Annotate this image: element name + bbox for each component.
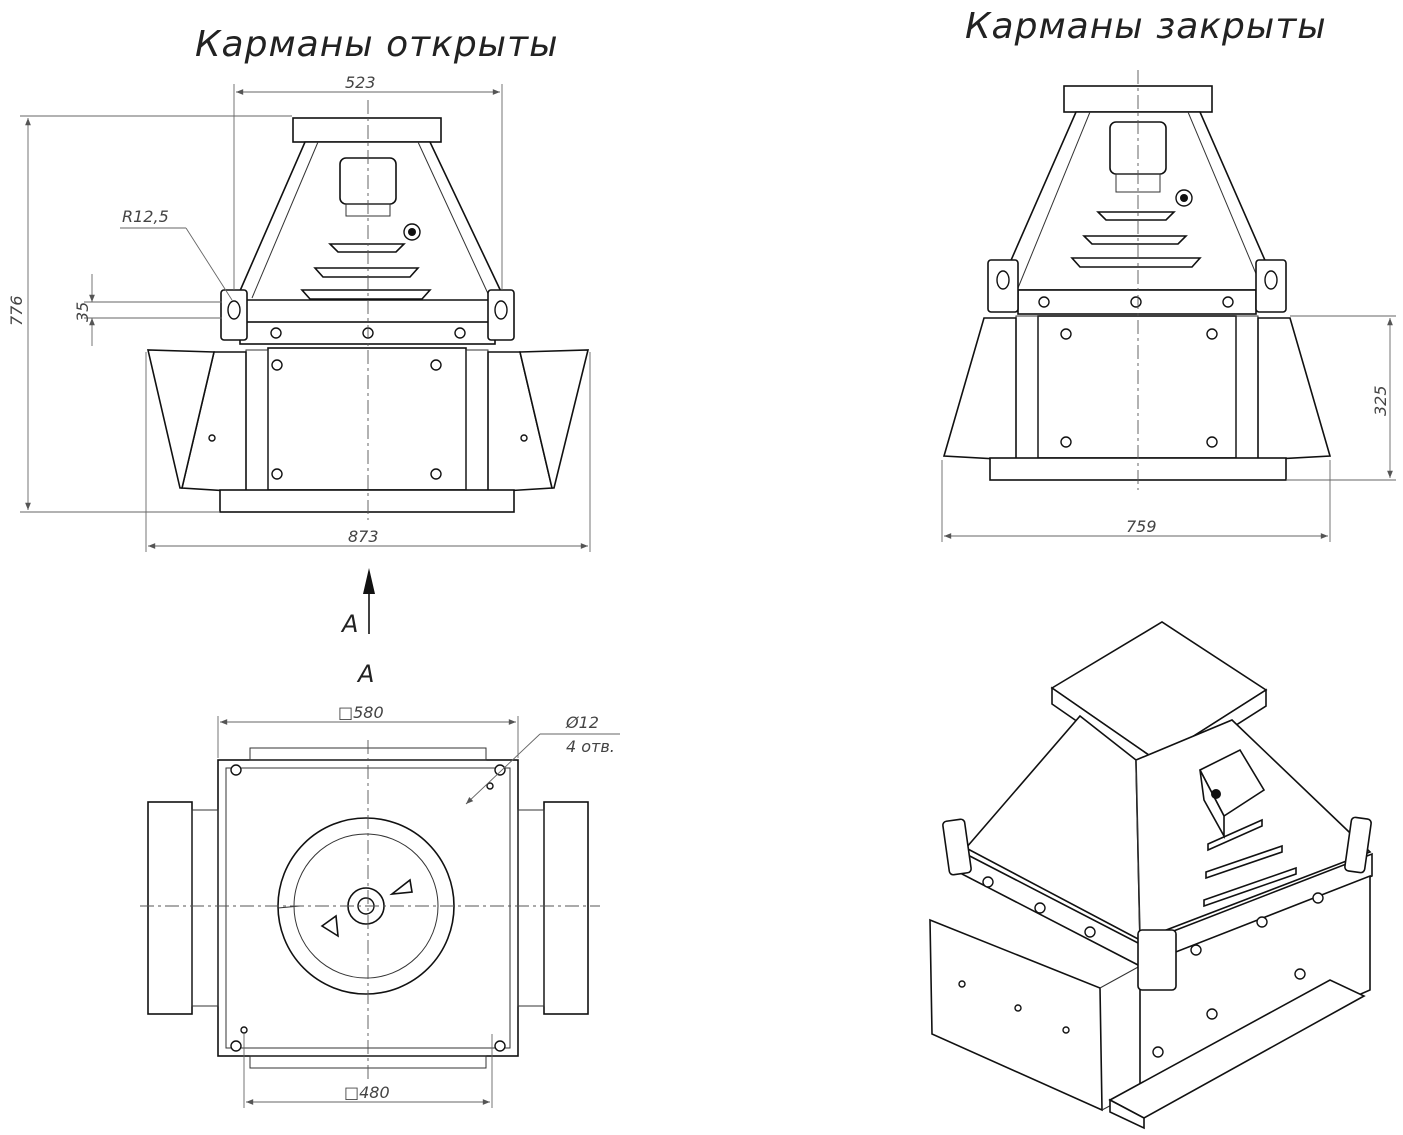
dim-height-total: 776: [7, 295, 26, 326]
title-pockets-closed: Карманы закрыты: [965, 6, 1327, 47]
dim-square-inner: □480: [344, 1083, 390, 1102]
dim-radius: R12,5: [122, 207, 169, 226]
dim-hole-diameter: Ø12: [565, 713, 599, 732]
isometric-view: [929, 621, 1373, 1130]
view-arrow-a: A A: [340, 568, 375, 688]
bottom-view-a: [140, 740, 600, 1080]
dim-width-top: 523: [345, 73, 376, 92]
front-view-pockets-closed: [942, 70, 1332, 490]
dim-width-open: 873: [348, 527, 379, 546]
title-pockets-open: Карманы открыты: [195, 24, 559, 65]
section-view-label: A: [356, 660, 374, 688]
dimensions-bottom-view: □580 □480 Ø12 4 отв.: [217, 703, 620, 1108]
dimensions-front-open: 523 776 R12,5 35 873: [7, 73, 591, 552]
dim-hole-count: 4 отв.: [566, 737, 615, 756]
dim-gap: 35: [73, 302, 92, 322]
dim-square-outer: □580: [338, 703, 384, 722]
view-arrow-label: A: [340, 610, 358, 638]
dim-width-closed: 759: [1126, 517, 1157, 536]
front-view-pockets-open: [146, 100, 590, 520]
dim-height-closed: 325: [1371, 385, 1390, 416]
dimensions-front-closed: 759 325: [941, 315, 1396, 542]
